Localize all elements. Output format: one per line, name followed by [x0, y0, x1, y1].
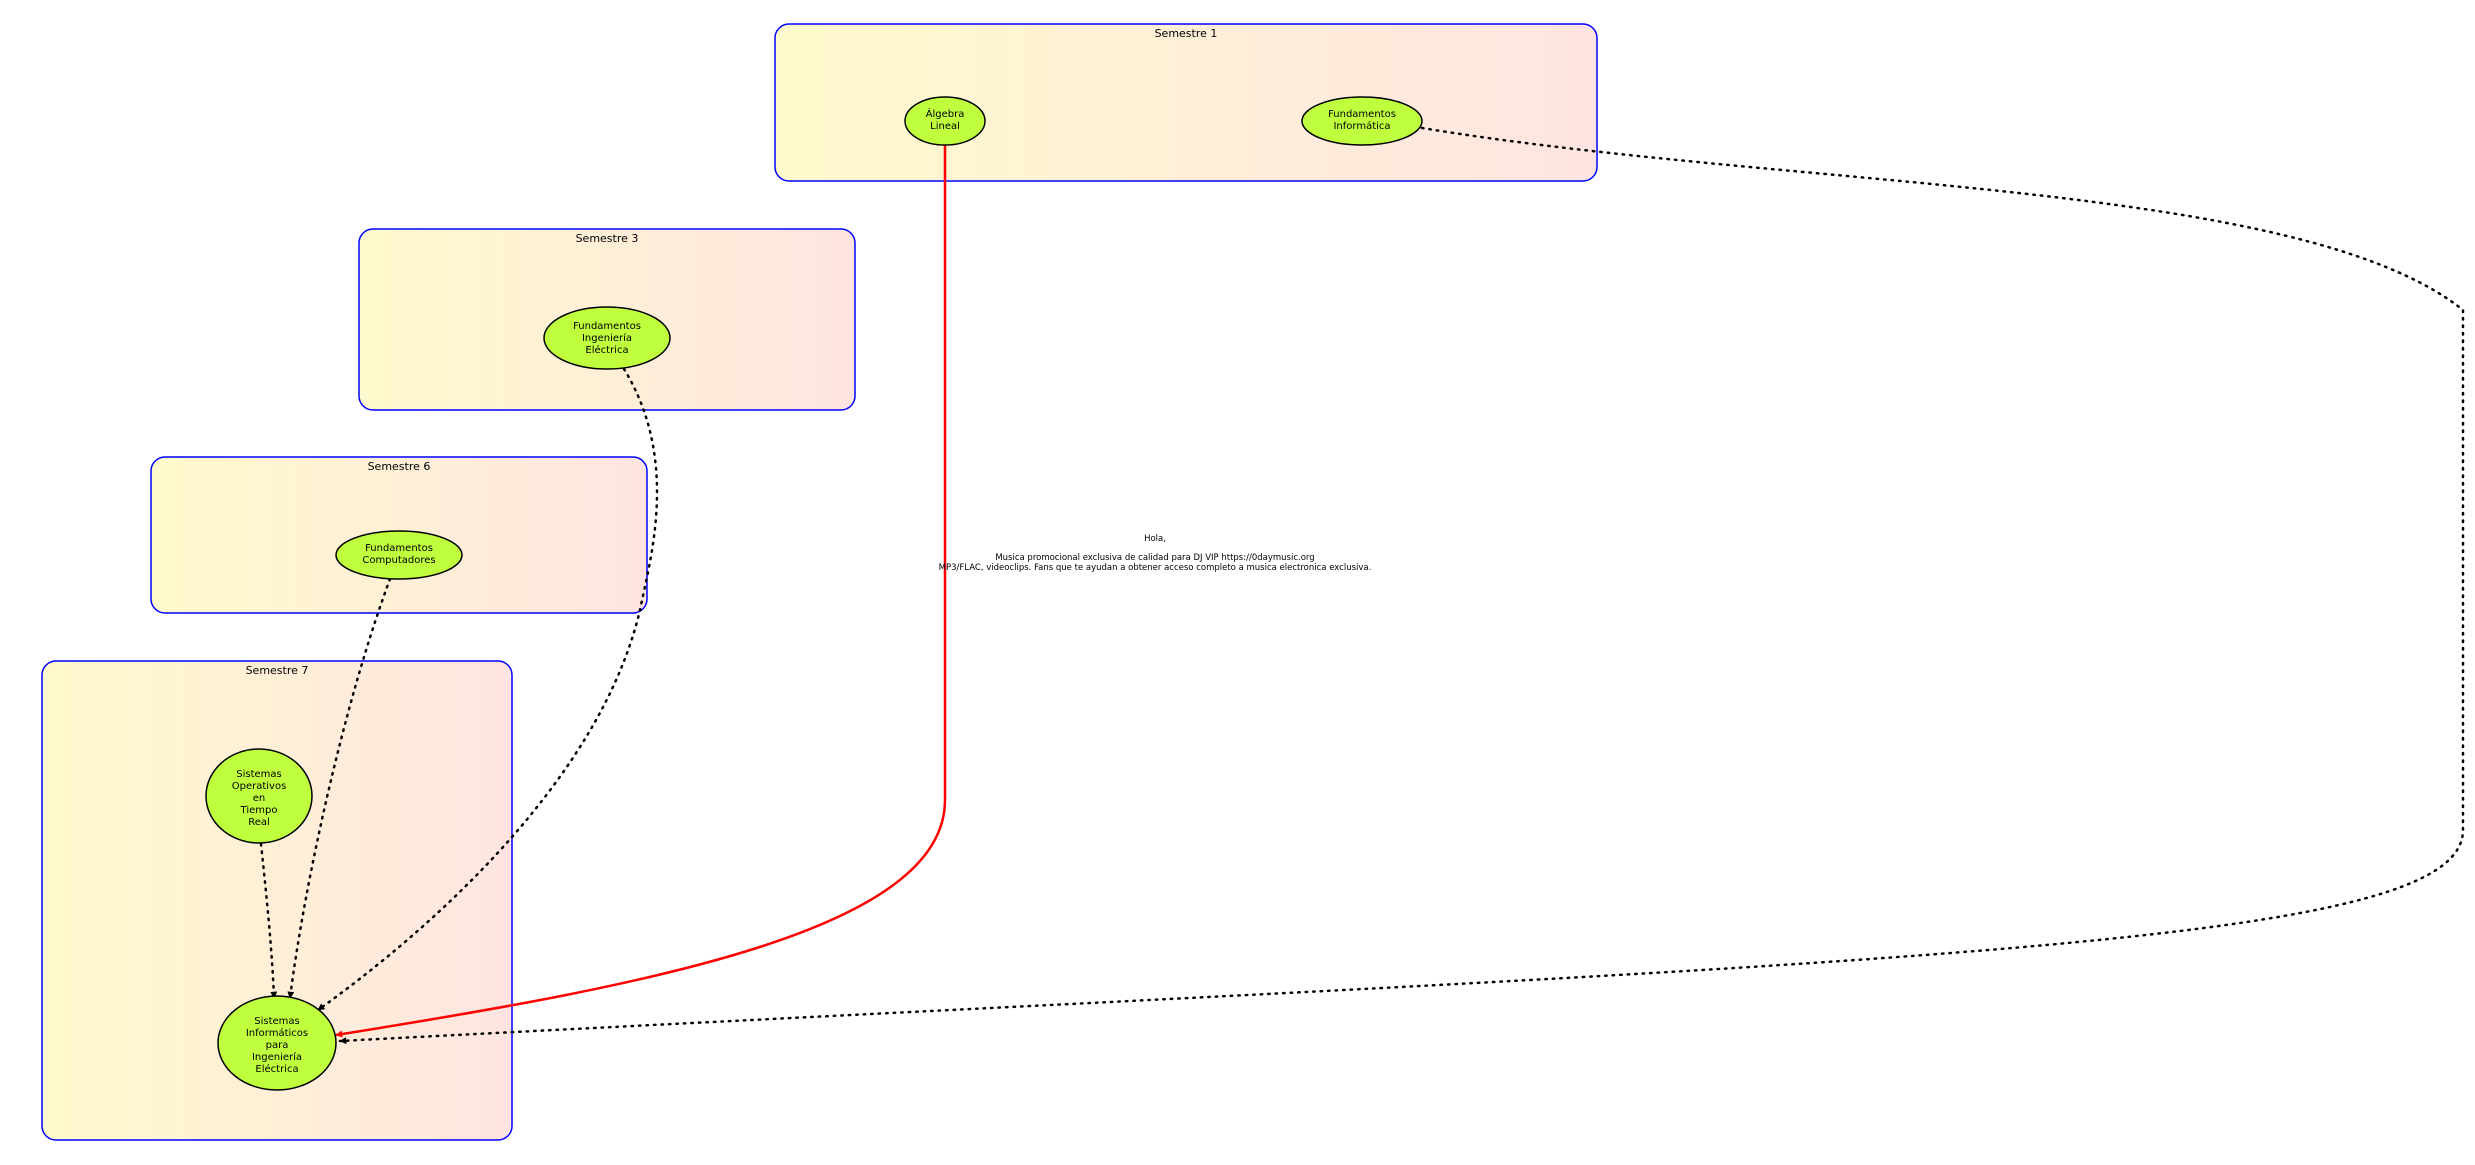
node-fundamentos-ingenieria-electrica[interactable]: Fundamentos Ingeniería Eléctrica — [543, 306, 671, 370]
edge-fund-comp-to-sipie — [287, 577, 392, 1000]
node-label-line: Tiempo — [240, 805, 278, 816]
node-sistemas-informaticos-ingenieria-electrica[interactable]: Sistemas Informáticos para Ingeniería El… — [217, 995, 337, 1091]
node-label-line: Informáticos — [246, 1027, 308, 1039]
cluster-semestre-7: Semestre 7 — [41, 660, 513, 1141]
note-line: Hola, — [1144, 534, 1166, 544]
node-label-line: Fundamentos — [365, 543, 433, 554]
cluster-semestre-1: Semestre 1 — [774, 23, 1598, 182]
node-label-line: Computadores — [362, 555, 435, 566]
node-fundamentos-computadores[interactable]: Fundamentos Computadores — [335, 530, 463, 580]
note-line: Musica promocional exclusiva de calidad … — [995, 553, 1314, 563]
node-label-line: Lineal — [930, 121, 960, 132]
cluster-label: Semestre 7 — [246, 664, 309, 677]
cluster-label: Semestre 6 — [368, 460, 431, 473]
node-label-line: para — [266, 1040, 289, 1051]
edge-fund-ie-to-sipie — [316, 367, 659, 1012]
node-label-line: Álgebra — [926, 107, 965, 120]
node-label-line: Real — [248, 817, 270, 828]
node-label-line: Ingeniería — [252, 1051, 302, 1063]
cluster-label: Semestre 3 — [576, 232, 639, 245]
promo-note: Hola, Musica promocional exclusiva de ca… — [939, 534, 1372, 573]
node-label-line: Sistemas — [254, 1016, 300, 1027]
cluster-label: Semestre 1 — [1155, 27, 1218, 40]
node-label-line: Operativos — [232, 781, 287, 792]
note-line: MP3/FLAC, videoclips. Fans que te ayudan… — [939, 563, 1372, 573]
node-label-line: Eléctrica — [585, 344, 628, 356]
node-label-line: en — [253, 793, 266, 804]
edge-fund-inf-to-sipie — [338, 126, 2465, 1045]
edge-algebra-to-sipie — [335, 145, 947, 1038]
node-label-line: Fundamentos — [1328, 109, 1396, 120]
node-sistemas-operativos-tiempo-real[interactable]: Sistemas Operativos en Tiempo Real — [205, 748, 313, 844]
node-algebra-lineal[interactable]: Álgebra Lineal — [904, 96, 986, 146]
node-label-line: Sistemas — [236, 769, 282, 780]
node-label-line: Ingeniería — [582, 332, 632, 344]
edge-sotr-to-sipie — [259, 842, 278, 1000]
node-label-line: Eléctrica — [255, 1063, 298, 1075]
node-label-line: Fundamentos — [573, 321, 641, 332]
node-fundamentos-informatica[interactable]: Fundamentos Informática — [1301, 96, 1423, 146]
node-label-line: Informática — [1333, 120, 1390, 132]
